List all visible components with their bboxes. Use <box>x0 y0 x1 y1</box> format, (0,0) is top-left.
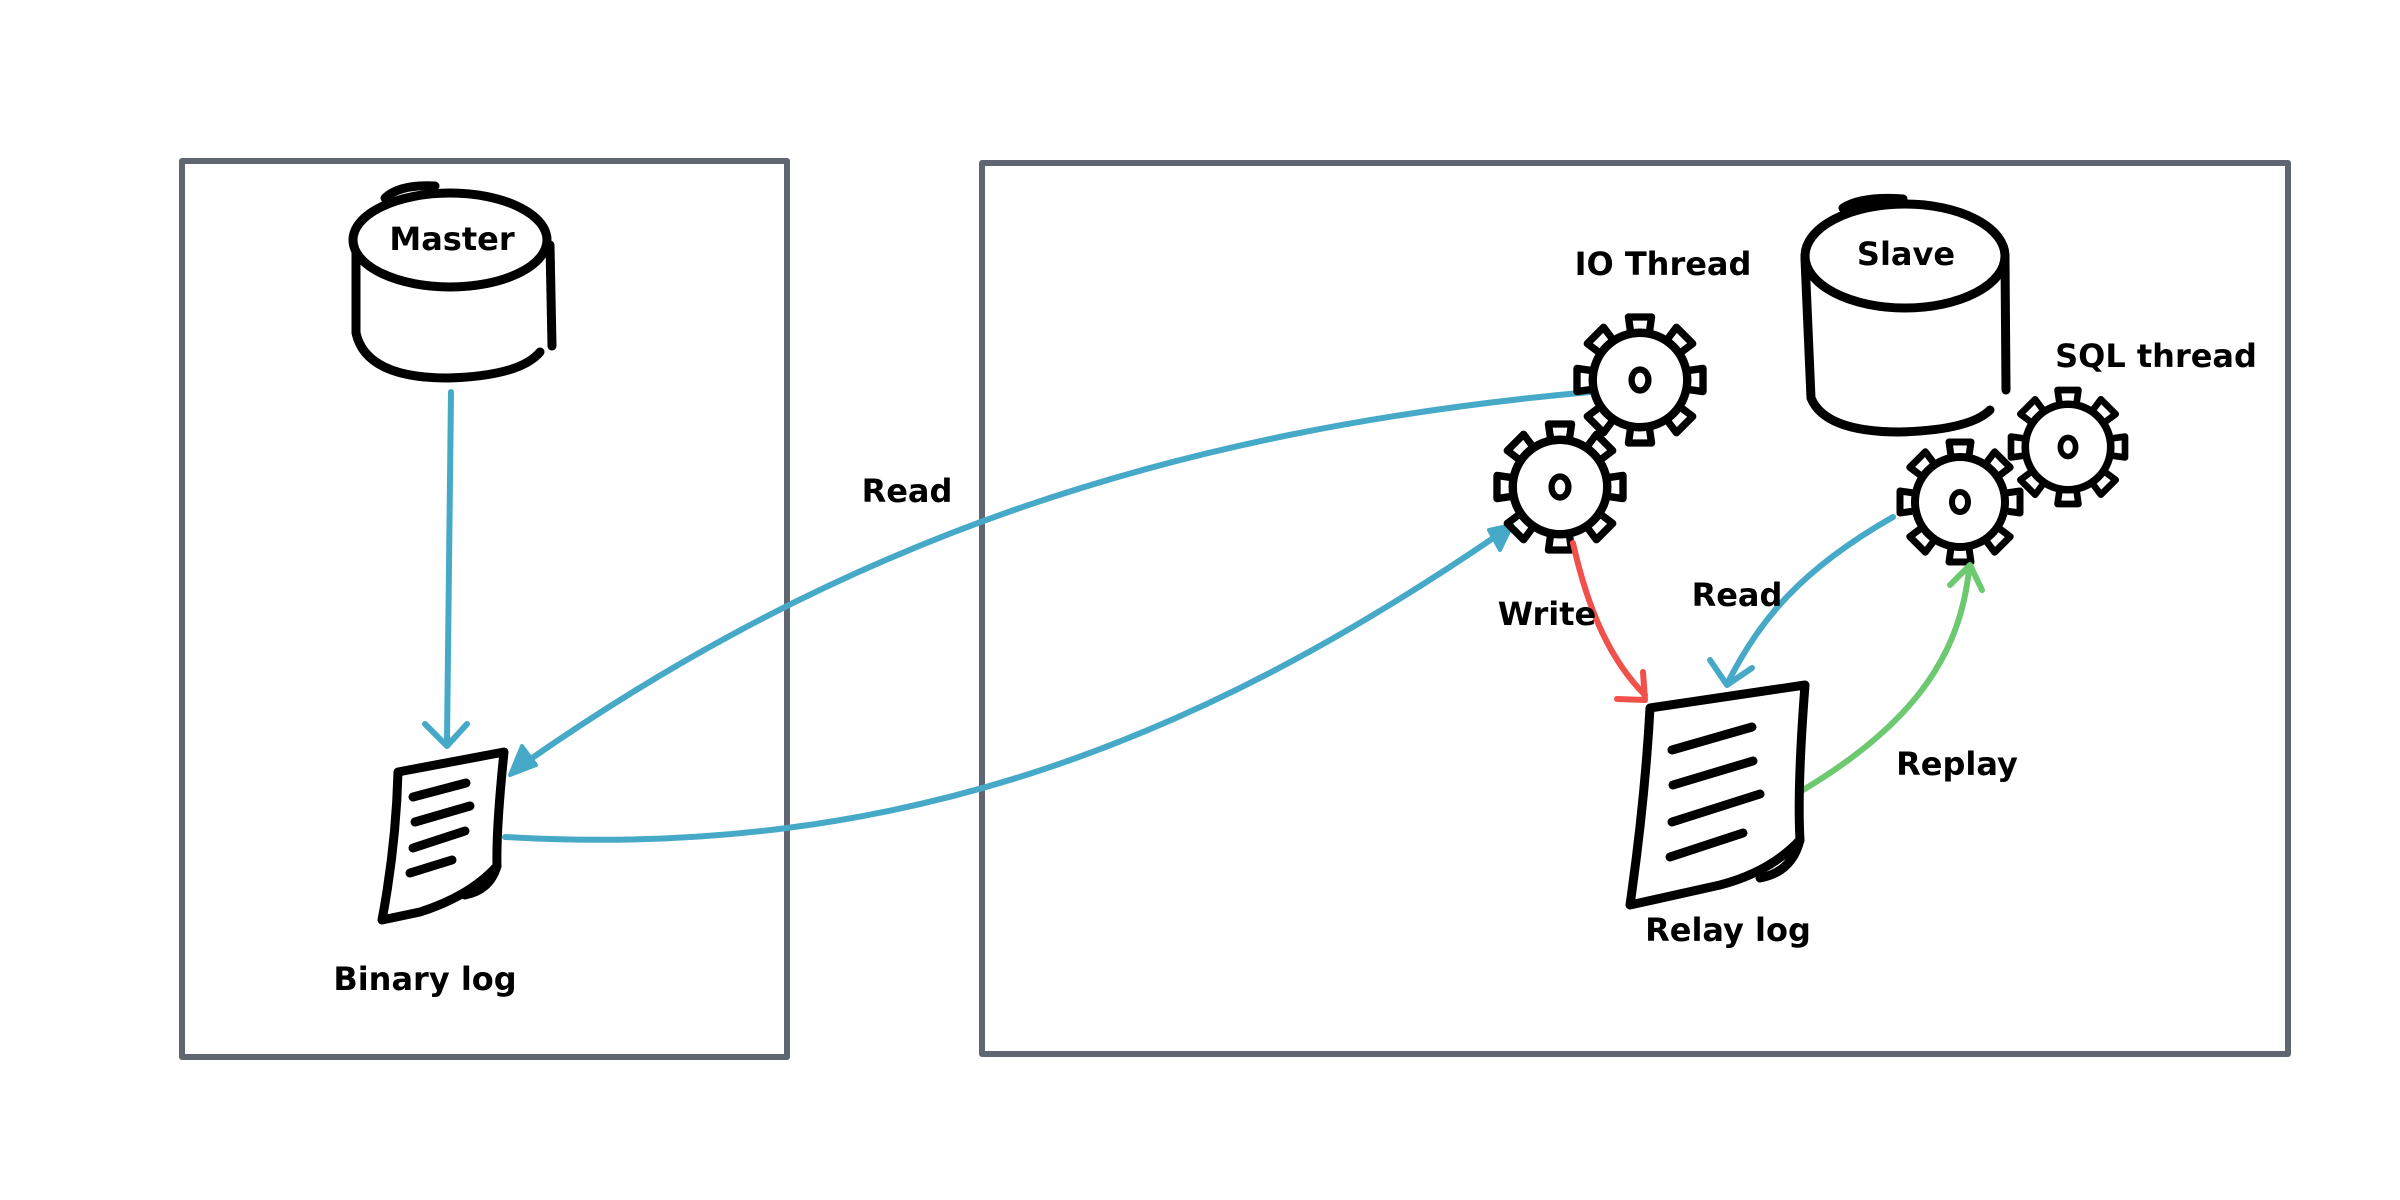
io-thread-read-from-binlog-arrow <box>508 389 1593 777</box>
master-database-icon <box>348 181 557 383</box>
write-label: Write <box>1498 595 1596 633</box>
io-thread-write-relay-arrow <box>1570 540 1648 703</box>
replay-label: Replay <box>1896 745 2018 783</box>
slave-db-label: Slave <box>1857 235 1955 273</box>
slave-server-frame <box>979 160 2291 1057</box>
master-to-binlog-arrow <box>422 389 470 749</box>
io-thread-gears-icon <box>1497 317 1703 550</box>
relay-log-replay-arrow <box>1800 562 1985 793</box>
binlog-to-io-thread-arrow <box>502 523 1514 843</box>
read-remote-label: Read <box>862 472 953 510</box>
relay-log-document-icon <box>1625 680 1810 910</box>
binary-log-label: Binary log <box>333 960 516 998</box>
sql-thread-label: SQL thread <box>2055 337 2257 375</box>
binary-log-document-icon <box>377 747 509 925</box>
master-server-frame <box>179 158 790 1060</box>
read-relay-label: Read <box>1692 576 1783 614</box>
sql-thread-read-relay-arrow <box>1707 514 1896 688</box>
sql-thread-gears-icon <box>1900 390 2125 562</box>
slave-database-icon <box>1800 193 2011 437</box>
master-db-label: Master <box>389 220 514 258</box>
io-thread-label: IO Thread <box>1575 245 1752 283</box>
relay-log-label: Relay log <box>1645 911 1811 949</box>
